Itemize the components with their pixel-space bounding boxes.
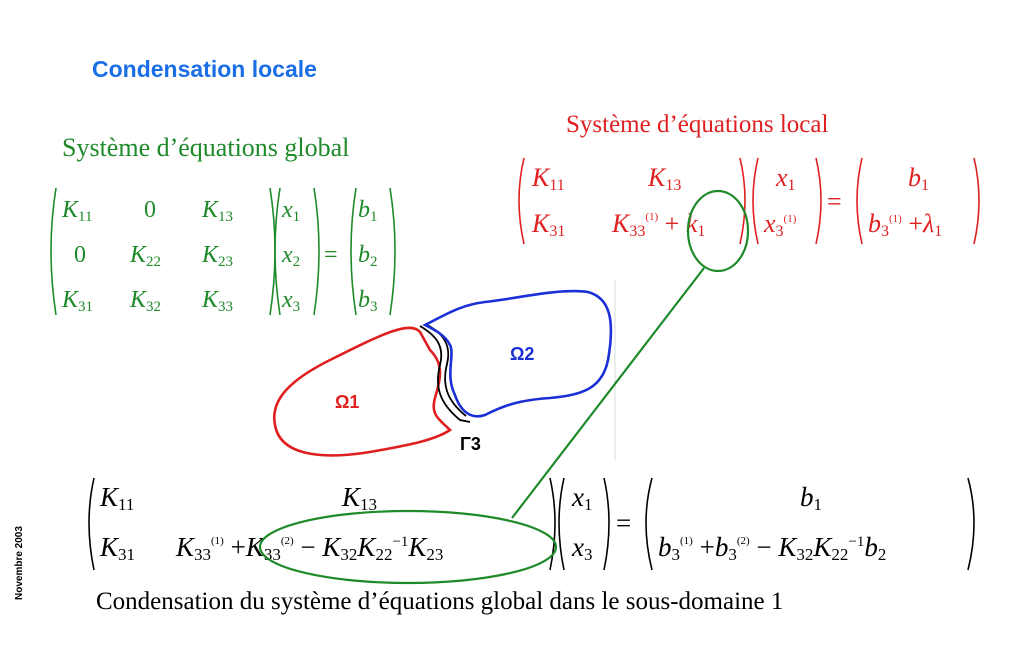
interface-gamma3	[419, 325, 471, 423]
highlight-connector	[511, 267, 705, 519]
side-date-label: Novembre 2003	[14, 526, 25, 600]
svg-text:0: 0	[74, 242, 86, 268]
condensed-system-equation: K11 K13 K31 K33(1) +K33(2) − K32K22−1K23…	[88, 477, 975, 571]
svg-text:K31: K31	[99, 532, 135, 564]
svg-text:0: 0	[144, 197, 156, 223]
subdomain-diagram: Ω1 Ω2 Γ3	[272, 280, 616, 460]
gamma3-label: Γ3	[460, 434, 481, 454]
bottom-caption: Condensation du système d’équations glob…	[96, 588, 784, 615]
svg-text:K13: K13	[647, 163, 681, 194]
highlight-ellipse-condensed	[258, 509, 558, 585]
svg-text:b3(1) +b3(2) − K32K22−1b2: b3(1) +b3(2) − K32K22−1b2	[658, 532, 886, 564]
svg-text:K11: K11	[99, 482, 134, 514]
highlight-ellipse-local	[686, 189, 750, 273]
omega1-boundary	[272, 326, 453, 457]
svg-text:=: =	[827, 187, 842, 216]
slide-title: Condensation locale	[92, 56, 317, 82]
svg-text:b3(1) +λ1: b3(1) +λ1	[868, 209, 942, 240]
local-system-equation: K11 K13 K31 K33(1) + k1 x1 x3(1) = b1 b3…	[518, 157, 980, 245]
svg-text:K11: K11	[61, 197, 92, 225]
omega2-label: Ω2	[510, 344, 534, 364]
global-system-equation: K11 0 K13 0 K22 K23 K31 K32 K33 x1 x2 x3…	[50, 187, 396, 316]
svg-text:K13: K13	[341, 482, 377, 514]
global-system-caption: Système d’équations global	[62, 133, 350, 162]
svg-text:=: =	[616, 508, 631, 538]
svg-text:K33: K33	[201, 287, 233, 315]
omega2-boundary	[422, 289, 613, 418]
omega1-label: Ω1	[335, 392, 359, 412]
svg-text:=: =	[324, 242, 338, 268]
local-system-caption: Système d’équations local	[566, 111, 829, 138]
